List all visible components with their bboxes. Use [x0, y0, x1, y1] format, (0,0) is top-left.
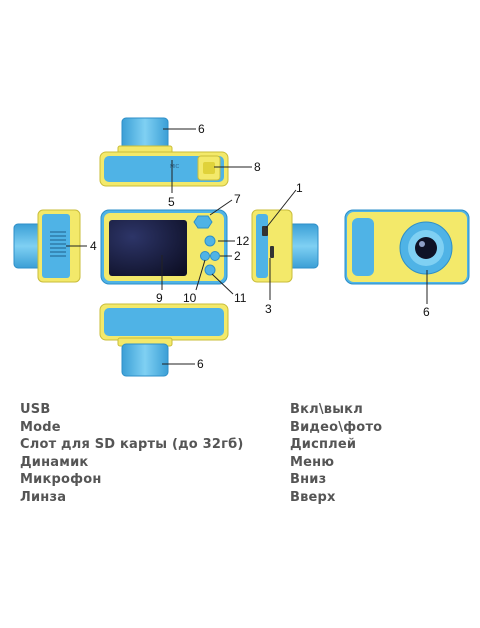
legend-item-lens: Линза [20, 489, 67, 505]
lens-icon [415, 237, 437, 259]
speaker-grille-icon [50, 231, 66, 257]
legend-item-display: Дисплей [290, 437, 357, 453]
callout-12: 12 [236, 234, 250, 248]
camera-diagram: MIC [13, 117, 470, 377]
legend-item-speaker: Динамик [20, 454, 89, 470]
callout-5: 5 [168, 195, 175, 209]
legend-item-usb: USB [20, 402, 51, 417]
callout-4: 4 [90, 239, 97, 253]
screen-view-camera [100, 209, 228, 285]
callout-1: 1 [296, 181, 303, 195]
top-view-camera: MIC [99, 117, 229, 187]
legend-item-sd-slot: Слот для SD карты (до 32гб) [20, 437, 244, 453]
legend-item-mode: Mode [20, 419, 61, 435]
legend-item-microphone: Микрофон [20, 472, 102, 488]
legend-item-up: Вверх [290, 489, 336, 505]
legend-left: USB Mode Слот для SD карты (до 32гб) Дин… [20, 401, 244, 507]
callout-6-top: 6 [198, 122, 205, 136]
callout-9: 9 [156, 291, 163, 305]
power-button-icon [204, 264, 216, 276]
back-view-camera [344, 209, 470, 285]
callout-3: 3 [265, 302, 272, 316]
legend-item-video-photo: Видео\фото [290, 419, 383, 435]
legend-right: Вкл\выкл Видео\фото Дисплей Меню Вниз Вв… [290, 401, 382, 507]
callout-6-right: 6 [423, 305, 430, 319]
callout-11: 11 [234, 291, 247, 305]
left-side-view-camera [13, 209, 81, 283]
callout-6-bottom: 6 [197, 357, 204, 371]
menu-button-icon [204, 235, 216, 247]
sd-slot-icon [270, 246, 274, 258]
right-side-view-camera [251, 209, 319, 283]
legend-item-menu: Меню [290, 454, 335, 470]
callout-7: 7 [234, 192, 241, 206]
usb-port-icon [262, 226, 268, 236]
callout-8: 8 [254, 160, 261, 174]
callout-lines [66, 128, 428, 365]
svg-text:MIC: MIC [170, 164, 180, 170]
up-button-icon [200, 251, 210, 261]
down-button-icon [210, 251, 220, 261]
legend-item-power: Вкл\выкл [290, 402, 363, 417]
callout-10: 10 [183, 291, 197, 305]
bottom-view-camera [99, 303, 229, 377]
callout-2: 2 [234, 249, 241, 263]
mode-button-icon [193, 215, 213, 229]
legend-item-down: Вниз [290, 472, 327, 488]
